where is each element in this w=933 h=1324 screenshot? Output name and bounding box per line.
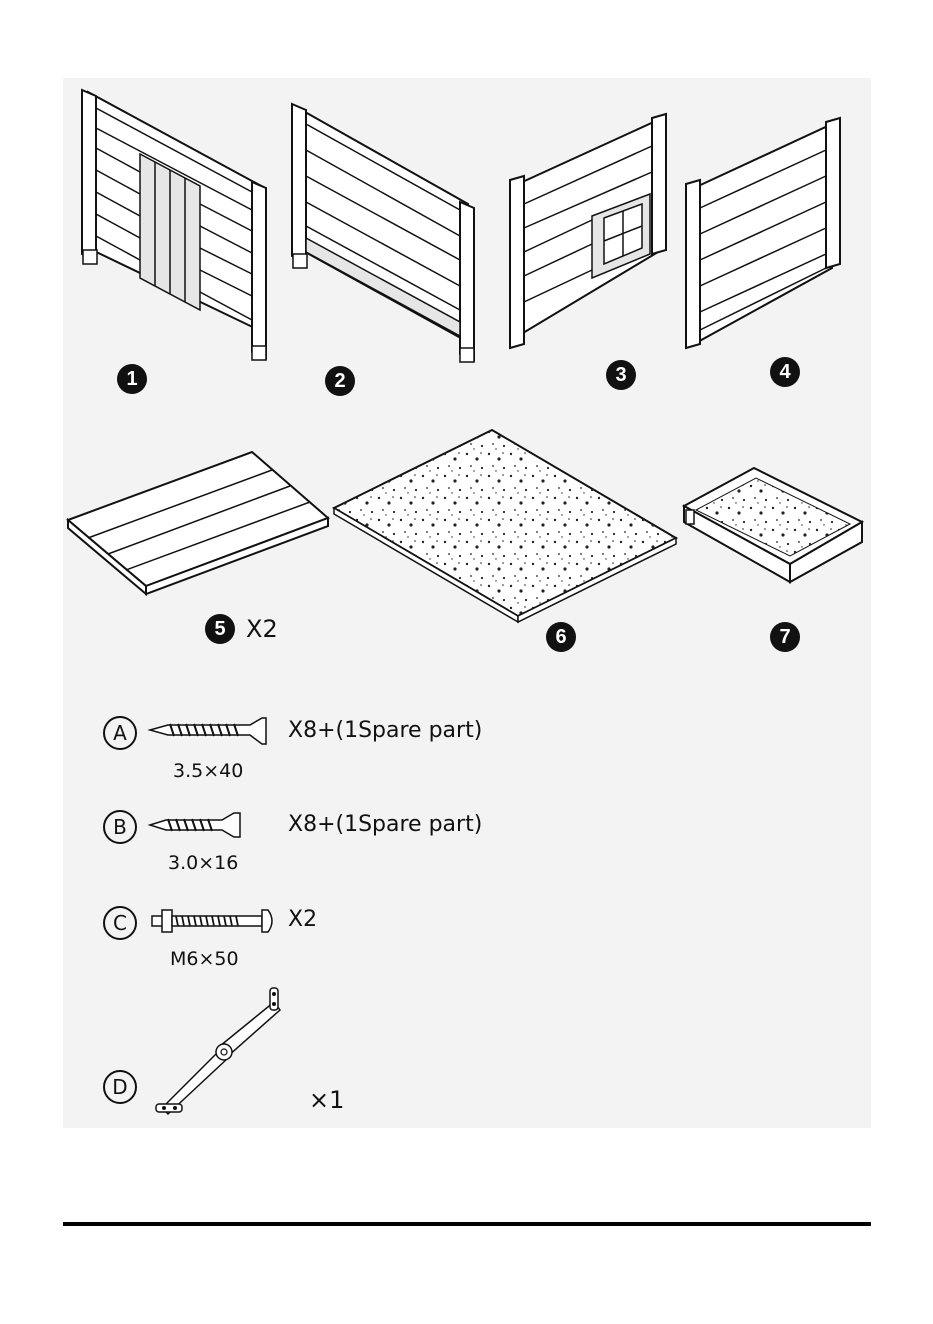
hardware-c-quantity: X2 xyxy=(288,907,317,932)
board-5-drawing xyxy=(66,448,341,598)
board-6-drawing xyxy=(332,428,678,618)
board-7-drawing xyxy=(682,460,864,588)
hardware-letter-a: A xyxy=(103,716,137,750)
page-divider xyxy=(63,1222,871,1226)
hardware-letter-c: C xyxy=(103,906,137,940)
hardware-a-quantity: X8+(1Spare part) xyxy=(288,718,482,743)
board-number-6: 6 xyxy=(546,622,576,652)
lid-support-d-icon xyxy=(154,986,289,1116)
hardware-a-size: 3.5×40 xyxy=(173,760,243,782)
hardware-letter-b: B xyxy=(103,810,137,844)
screw-b-icon xyxy=(150,810,250,840)
hardware-letter-d: D xyxy=(103,1070,137,1104)
panel-number-4: 4 xyxy=(770,357,800,387)
panel-3-drawing xyxy=(508,112,673,347)
panel-number-2: 2 xyxy=(325,366,355,396)
bolt-c-icon xyxy=(152,906,278,936)
board-number-7: 7 xyxy=(770,622,800,652)
panel-number-3: 3 xyxy=(606,360,636,390)
panel-2-drawing xyxy=(290,102,490,372)
panel-1-drawing xyxy=(80,88,280,368)
hardware-d-quantity: ×1 xyxy=(309,1086,344,1114)
panel-4-drawing xyxy=(684,116,844,351)
hardware-b-quantity: X8+(1Spare part) xyxy=(288,812,482,837)
screw-a-icon xyxy=(150,716,270,746)
board-number-5: 5 xyxy=(205,614,235,644)
hardware-c-size: M6×50 xyxy=(170,948,239,970)
hardware-b-size: 3.0×16 xyxy=(168,852,238,874)
panel-number-1: 1 xyxy=(117,364,147,394)
board-5-quantity: X2 xyxy=(246,615,278,643)
